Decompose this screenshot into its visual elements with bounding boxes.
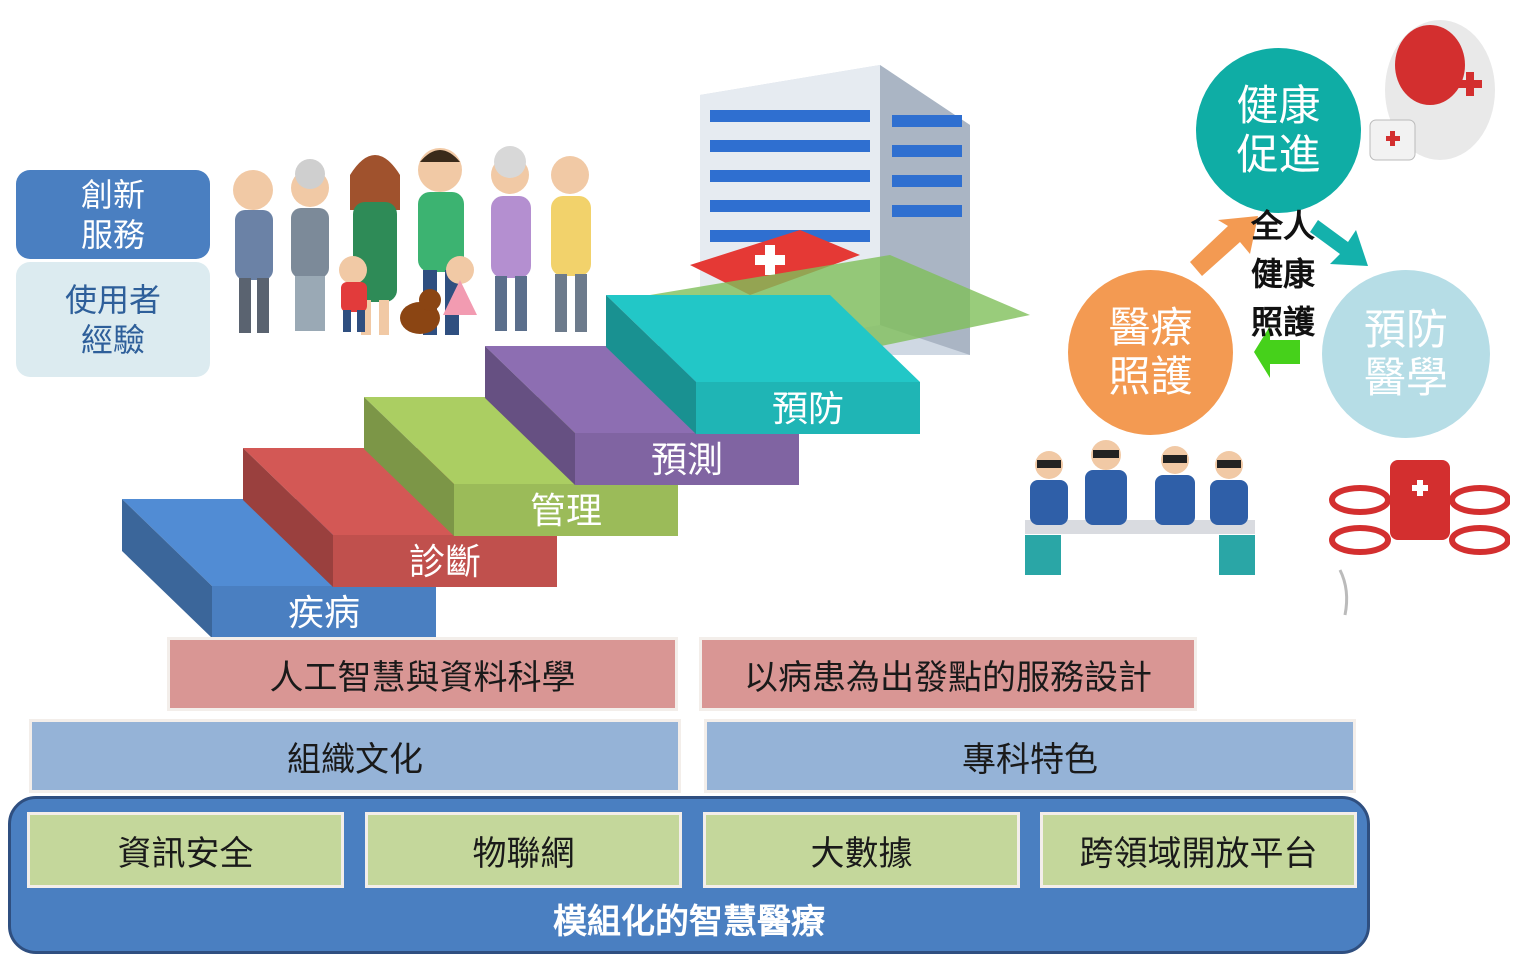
staircase: 疾病 診斷 管理 預測 預防 [122, 295, 920, 638]
user-experience-label: 使用者 經驗 [64, 280, 161, 359]
arrow-icon [1310, 220, 1368, 266]
organization-culture-bar: 組織文化 [32, 722, 678, 790]
holistic-care-text: 全人 健康 照護 [1250, 207, 1315, 341]
medical-care-label: 醫療 照護 [1108, 303, 1193, 401]
module-label: 物聯網 [472, 833, 575, 874]
module-iot: 物聯網 [368, 815, 679, 885]
base-title: 模組化的智慧醫療 [553, 901, 825, 942]
preventive-medicine-circle: 預防 醫學 [1322, 270, 1490, 438]
preventive-medicine-label: 預防 醫學 [1363, 304, 1448, 402]
medical-care-circle: 醫療 照護 [1068, 270, 1233, 435]
stair-label: 診斷 [409, 542, 481, 583]
innovation-service-label: 創新 服務 [80, 175, 145, 254]
health-promotion-label: 健康 促進 [1236, 81, 1321, 179]
organization-culture-label: 組織文化 [287, 739, 423, 780]
arrow-icon [1190, 216, 1258, 276]
patient-service-design-bar: 以病患為出發點的服務設計 [702, 640, 1194, 708]
module-label: 資訊安全 [117, 833, 254, 874]
vr-meeting-illustration [1025, 440, 1255, 575]
module-info-security: 資訊安全 [30, 815, 341, 885]
specialty-features-label: 專科特色 [962, 739, 1098, 780]
stair-label: 管理 [530, 491, 602, 532]
innovation-service-tag: 創新 服務 [16, 170, 210, 259]
stair-step-4: 預防 [606, 295, 920, 434]
ai-data-science-bar: 人工智慧與資料科學 [170, 640, 675, 708]
drone-illustration [1329, 460, 1510, 616]
module-label: 跨領域開放平台 [1079, 833, 1318, 874]
arrow-icon [1254, 326, 1300, 378]
patient-service-design-label: 以病患為出發點的服務設計 [744, 657, 1152, 698]
ai-data-science-label: 人工智慧與資料科學 [269, 657, 576, 698]
module-big-data: 大數據 [706, 815, 1017, 885]
cycle-arrows [1190, 216, 1368, 378]
health-promotion-circle: 健康 促進 [1196, 48, 1361, 213]
module-label: 大數據 [810, 833, 913, 874]
family-illustration [233, 146, 591, 335]
stair-label: 預測 [651, 440, 723, 481]
robot-illustration [1369, 20, 1495, 161]
stair-label: 疾病 [288, 593, 360, 634]
user-experience-tag: 使用者 經驗 [16, 262, 210, 377]
holistic-care-center-label: 全人 健康 照護 [1238, 202, 1328, 346]
module-open-platform: 跨領域開放平台 [1043, 815, 1354, 885]
specialty-features-bar: 專科特色 [707, 722, 1353, 790]
stair-label: 預防 [772, 389, 844, 430]
